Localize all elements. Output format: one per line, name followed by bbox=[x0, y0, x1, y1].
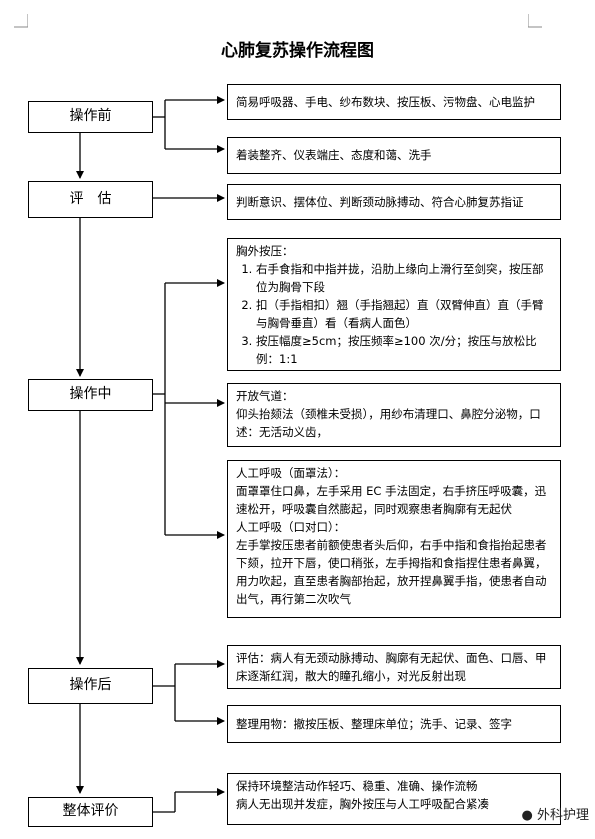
before-dress-text: 着装整齐、仪表端庄、态度和蔼、洗手 bbox=[236, 148, 432, 162]
breathing-mask-text: 面罩罩住口鼻，左手采用 EC 手法固定，右手挤压呼吸囊，迅速松开，呼吸囊自然膨起… bbox=[236, 484, 547, 516]
compression-steps: 右手食指和中指并拢，沿肋上缘向上滑行至剑突，按压部位为胸骨下段 扣（手指相扣）翘… bbox=[236, 260, 552, 368]
before-equipment-text: 简易呼吸器、手电、纱布数块、按压板、污物盘、心电监护 bbox=[236, 95, 535, 109]
before-equipment-box: 简易呼吸器、手电、纱布数块、按压板、污物盘、心电监护 bbox=[227, 84, 561, 120]
breathing-heading-mouth: 人工呼吸（口对口）： bbox=[236, 520, 346, 534]
compression-box: 胸外按压： 右手食指和中指并拢，沿肋上缘向上滑行至剑突，按压部位为胸骨下段 扣（… bbox=[227, 238, 561, 371]
assess-box: 判断意识、摆体位、判断颈动脉搏动、符合心肺复苏指证 bbox=[227, 184, 561, 220]
overall-line-1: 保持环境整洁动作轻巧、稳重、准确、操作流畅 bbox=[236, 779, 478, 793]
stage-overall: 整体评价 bbox=[28, 797, 153, 827]
after-cleanup-text: 整理用物：撤按压板、整理床单位；洗手、记录、签字 bbox=[236, 717, 512, 731]
stage-before: 操作前 bbox=[28, 101, 153, 133]
airway-text: 仰头抬颏法（颈椎未受损），用纱布清理口、鼻腔分泌物，口述：无活动义齿， bbox=[236, 407, 541, 439]
page-title: 心肺复苏操作流程图 bbox=[221, 41, 374, 61]
compression-step: 按压幅度≥5cm；按压频率≥100 次/分；按压与放松比例：1:1 bbox=[256, 332, 552, 368]
overall-box: 保持环境整洁动作轻巧、稳重、准确、操作流畅 病人无出现并发症，胸外按压与人工呼吸… bbox=[227, 773, 561, 825]
stage-after: 操作后 bbox=[28, 668, 153, 704]
after-evaluate-text: 评估：病人有无颈动脉搏动、胸廓有无起伏、面色、口唇、甲床逐渐红润，散大的瞳孔缩小… bbox=[236, 651, 547, 683]
page-corner-mark bbox=[528, 14, 542, 28]
breathing-mouth-text: 左手掌按压患者前额使患者头后仰，右手中指和食指抬起患者下颏，拉开下唇，使口稍张，… bbox=[236, 538, 547, 606]
stage-assess: 评 估 bbox=[28, 181, 153, 218]
after-cleanup-box: 整理用物：撤按压板、整理床单位；洗手、记录、签字 bbox=[227, 705, 561, 743]
watermark-text: 外科护理 bbox=[536, 808, 589, 823]
breathing-heading-mask: 人工呼吸（面罩法）： bbox=[236, 466, 346, 480]
page-corner-mark bbox=[14, 14, 28, 28]
overall-line-2: 病人无出现并发症，胸外按压与人工呼吸配合紧凑 bbox=[236, 797, 489, 811]
breathing-box: 人工呼吸（面罩法）： 面罩罩住口鼻，左手采用 EC 手法固定，右手挤压呼吸囊，迅… bbox=[227, 460, 561, 618]
after-evaluate-box: 评估：病人有无颈动脉搏动、胸廓有无起伏、面色、口唇、甲床逐渐红润，散大的瞳孔缩小… bbox=[227, 645, 561, 689]
airway-box: 开放气道： 仰头抬颏法（颈椎未受损），用纱布清理口、鼻腔分泌物，口述：无活动义齿… bbox=[227, 383, 561, 447]
stage-during: 操作中 bbox=[28, 379, 153, 411]
watermark: ● 外科护理 bbox=[522, 804, 590, 823]
assess-text: 判断意识、摆体位、判断颈动脉搏动、符合心肺复苏指证 bbox=[236, 195, 524, 209]
airway-heading: 开放气道： bbox=[236, 389, 294, 403]
wechat-icon: ● bbox=[521, 808, 533, 823]
compression-heading: 胸外按压： bbox=[236, 244, 294, 258]
compression-step: 扣（手指相扣）翘（手指翘起）直（双臂伸直）直（手臂与胸骨垂直）看（看病人面色） bbox=[256, 296, 552, 332]
before-dress-box: 着装整齐、仪表端庄、态度和蔼、洗手 bbox=[227, 137, 561, 174]
compression-step: 右手食指和中指并拢，沿肋上缘向上滑行至剑突，按压部位为胸骨下段 bbox=[256, 260, 552, 296]
